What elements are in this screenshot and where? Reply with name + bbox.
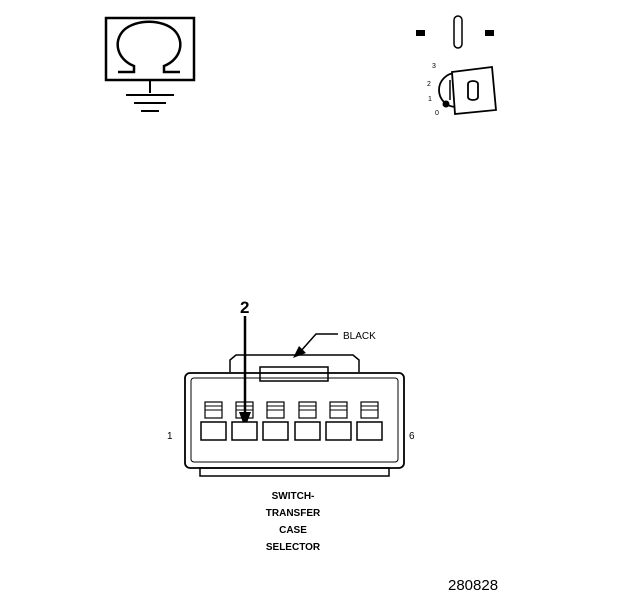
pin-callout: 2 [239,298,251,428]
terminal-cavity-2 [231,401,258,441]
component-label-line-1: SWITCH- [272,491,315,502]
ignition-position-3: 3 [432,63,436,70]
connector-body [184,354,405,477]
wire-color-label: BLACK [343,331,376,342]
ignition-position-1: 1 [428,96,432,103]
ignition-position-2: 2 [427,81,431,88]
pin-right-number: 6 [409,431,415,442]
ignition-position-0: 0 [435,110,439,117]
component-label: SWITCH- TRANSFER CASE SELECTOR [266,491,321,553]
pin-callout-number: 2 [240,298,249,317]
wire-color-callout: BLACK [293,331,376,358]
terminal-cavity-4 [294,401,321,441]
terminal-cavity-6 [356,401,383,441]
ignition-key-icon: 3 2 1 0 [416,15,497,117]
pin-left-number: 1 [167,431,173,442]
ohmmeter-omega-icon [104,16,196,112]
component-label-line-3: CASE [279,525,307,536]
terminal-cavities [200,401,383,441]
component-label-line-2: TRANSFER [266,508,321,519]
terminal-cavity-5 [325,401,352,441]
component-label-line-4: SELECTOR [266,542,321,553]
figure-number: 280828 [448,577,498,594]
terminal-cavity-1 [200,401,227,441]
terminal-cavity-3 [262,401,289,441]
